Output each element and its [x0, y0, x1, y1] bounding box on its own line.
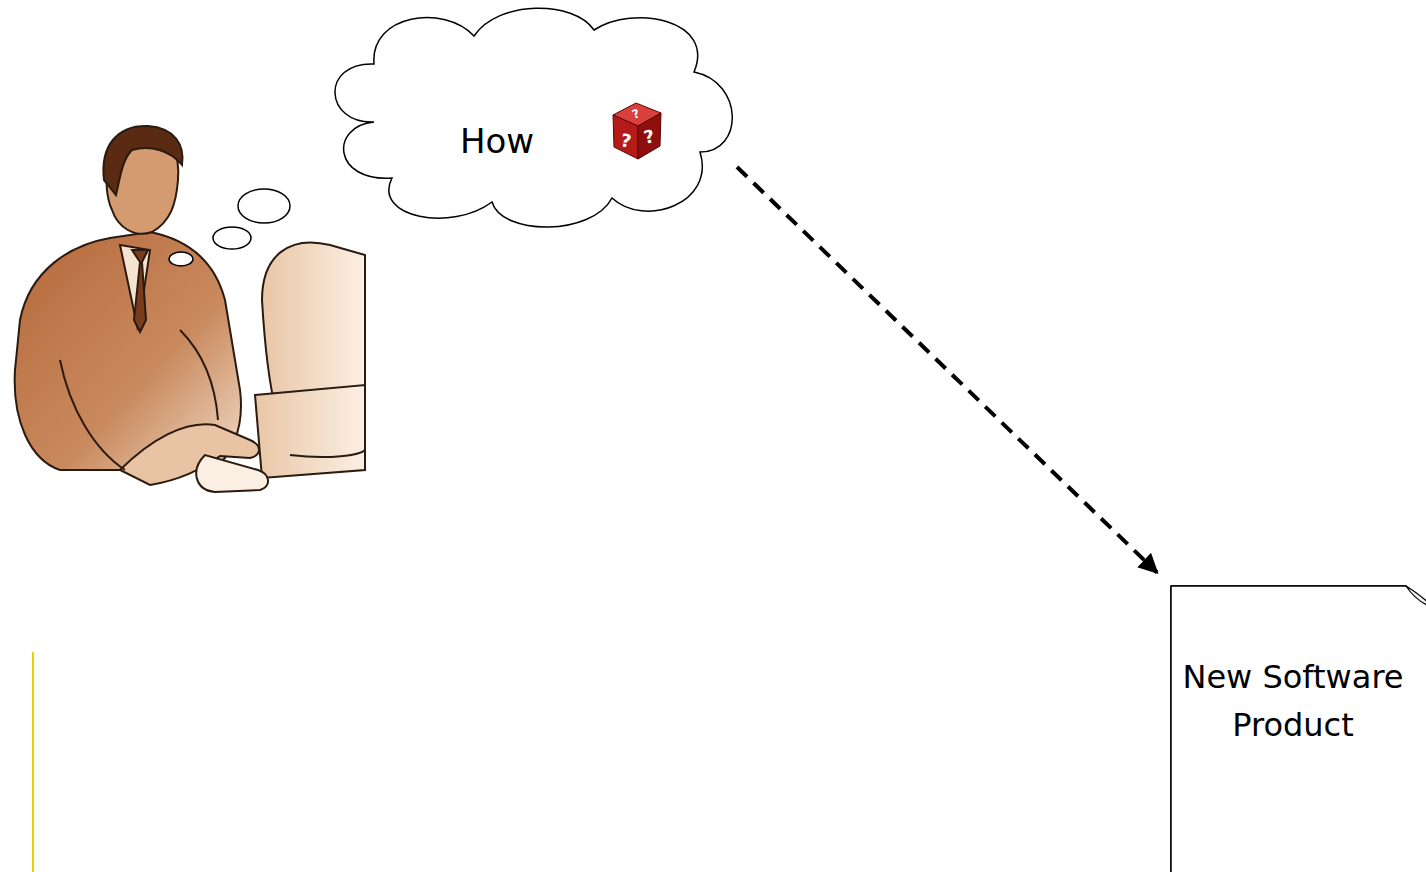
thought-cloud: How — [312, 0, 737, 232]
thought-bubbles — [169, 189, 290, 266]
question-die — [613, 103, 661, 159]
note-body — [1171, 586, 1426, 872]
node-label: New Software Product — [1170, 653, 1416, 749]
node-label: How — [460, 116, 570, 167]
die-mark: ? — [642, 127, 656, 147]
die-mark: ? — [619, 131, 632, 151]
man-at-computer — [15, 126, 268, 492]
cloud-path — [335, 8, 732, 227]
cloud-outline — [312, 0, 737, 232]
margin-rule — [32, 652, 34, 872]
dog-ear — [1406, 586, 1426, 607]
product-note: New Software Product — [1170, 585, 1426, 872]
computer-monitor — [255, 242, 365, 478]
die-mark: ? — [631, 107, 642, 121]
dashed-arrow — [737, 167, 1157, 572]
